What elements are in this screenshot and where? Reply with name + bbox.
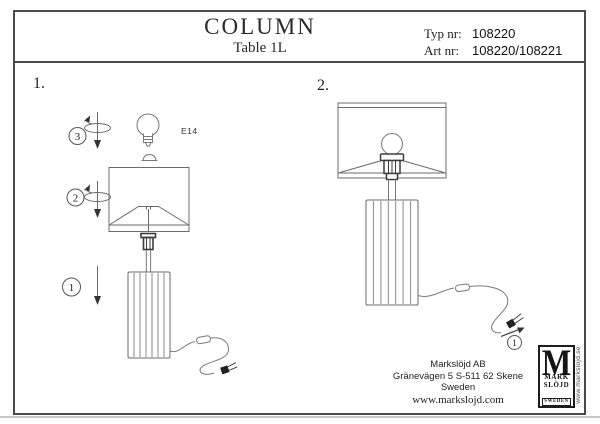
stem — [388, 179, 396, 200]
switch — [455, 283, 471, 293]
plug-icon — [220, 362, 238, 375]
socket — [379, 153, 405, 181]
callout-1: 1 — [69, 282, 75, 294]
spider-arms — [339, 159, 445, 173]
rotate-arrow-icon — [84, 112, 111, 149]
down-arrow-icon — [94, 266, 101, 305]
website-url: www.markslojd.com — [412, 393, 504, 406]
art-label: Art nr: — [424, 42, 460, 58]
callout-2-circle — [66, 188, 85, 207]
callout-1-circle — [62, 277, 81, 297]
product-numbers: Typ nr: 108220 Art nr: 108220/108221 — [424, 26, 562, 59]
callout-1-circle — [507, 335, 522, 350]
art-row: Art nr: 108220/108221 — [424, 43, 562, 60]
header: COLUMN Table 1L — [130, 14, 390, 57]
bulb-icon — [381, 133, 403, 155]
typ-value: 108220 — [472, 26, 516, 41]
scan-shadow — [0, 416, 600, 418]
markslojd-logo: M MARK SLÖJD SWEDEN — [538, 345, 575, 408]
page-title: COLUMN — [204, 14, 316, 39]
country: Sweden — [440, 382, 476, 393]
cord — [417, 283, 509, 334]
vertical-url: www.markslojd.se — [575, 346, 582, 404]
art-value: 108220/108221 — [472, 42, 563, 58]
bulb-icon — [136, 113, 160, 147]
page-subtitle: Table 1L — [233, 40, 287, 56]
callout-3: 3 — [75, 131, 81, 143]
lamp-base — [365, 199, 419, 306]
callout-1-step2: 1 — [512, 339, 517, 349]
address-line: Gränevägen 5 S-511 62 Skene — [392, 370, 524, 382]
company-name: Markslöjd AB — [430, 359, 486, 370]
step2-diagram: 1 — [337, 102, 525, 350]
header-divider — [13, 61, 586, 63]
switch — [196, 335, 211, 345]
plug-icon — [505, 313, 524, 329]
socket — [140, 232, 157, 272]
bulb-label: E14 — [181, 126, 198, 136]
logo-sweden-badge: SWEDEN — [542, 398, 571, 406]
logo-slojd: SLÖJD — [543, 380, 570, 389]
plug-arrow-icon — [500, 327, 525, 338]
lamp-base — [127, 271, 171, 359]
step1-label: 1. — [33, 75, 45, 92]
shade — [108, 167, 190, 232]
logo-mark: MARK — [544, 373, 569, 381]
typ-label: Typ nr: — [424, 26, 462, 41]
step2-label: 2. — [317, 77, 329, 94]
cord — [169, 335, 230, 375]
callout-3-circle — [68, 127, 87, 145]
footer-address: Markslöjd AB Gränevägen 5 S-511 62 Skene… — [368, 359, 548, 406]
rotate-arrow-icon — [84, 181, 111, 218]
typ-row: Typ nr: 108220 — [424, 26, 562, 43]
callout-2: 2 — [73, 193, 79, 205]
finial — [141, 153, 158, 161]
logo-monogram: M — [541, 345, 572, 384]
step1-diagram: 3 E14 — [62, 112, 238, 375]
